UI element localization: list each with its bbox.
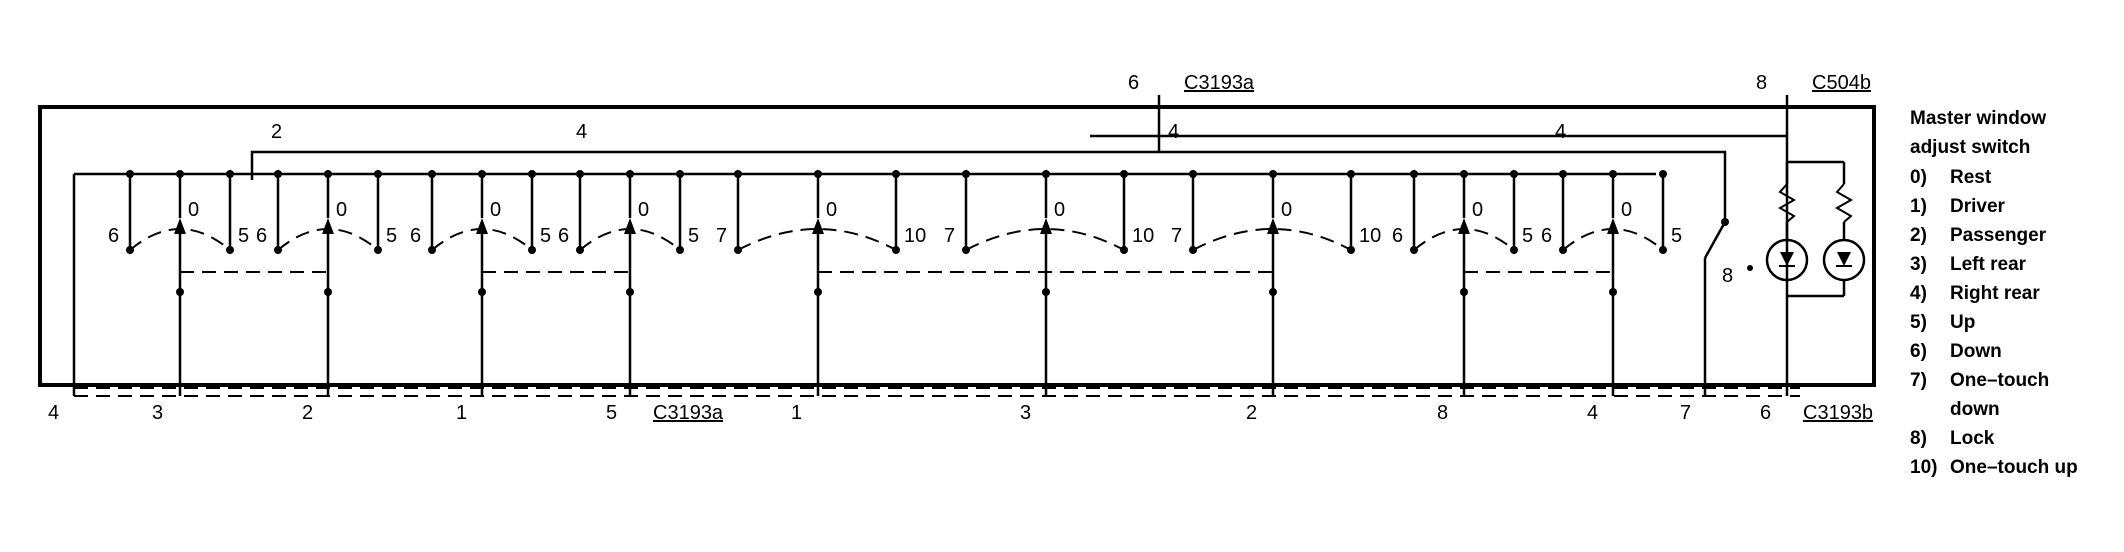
switch-label-right: 5 xyxy=(386,225,397,247)
switch-label-right: 10 xyxy=(1132,225,1154,247)
switch-label-right: 10 xyxy=(1359,225,1381,247)
switch-label-right: 5 xyxy=(688,225,699,247)
bottom-pin-label: 3 xyxy=(1020,402,1031,424)
legend-item-number: 1) xyxy=(1910,196,1927,217)
switch-label-zero: 0 xyxy=(826,199,837,221)
switch-label-right: 5 xyxy=(1671,225,1682,247)
switch-label-right: 5 xyxy=(238,225,249,247)
switch-label-right: 5 xyxy=(1522,225,1533,247)
legend-item-label: Passenger xyxy=(1950,225,2047,246)
legend-item-label: Right rear xyxy=(1950,283,2040,304)
switch-label-left: 6 xyxy=(558,225,569,247)
legend-item-number: 7) xyxy=(1910,370,1927,391)
switch-label-left: 6 xyxy=(256,225,267,247)
bottom-pin-label: 8 xyxy=(1437,402,1448,424)
legend-item-label: Lock xyxy=(1950,428,1995,449)
legend-item-label: One–touch up xyxy=(1950,457,2078,478)
switch-unit: 0 6 5 xyxy=(1392,170,1533,396)
switch-label-zero: 0 xyxy=(1054,199,1065,221)
bus-label-4c: 4 xyxy=(1555,121,1566,143)
switch-label-zero: 0 xyxy=(336,199,347,221)
top-pin-c504b: 8 xyxy=(1756,72,1767,94)
bottom-pin-label: 4 xyxy=(1587,402,1598,424)
lock-switch: 8 xyxy=(1703,218,1753,396)
switch-label-left: 7 xyxy=(1171,225,1182,247)
top-pin-c3193a: 6 xyxy=(1128,72,1139,94)
legend-title-line1: Master window xyxy=(1910,108,2046,129)
bottom-pin-label: 2 xyxy=(302,402,313,424)
legend: Master window adjust switch 0) Rest 1) Driv… xyxy=(1910,108,2078,478)
legend-item-number: 10) xyxy=(1910,457,1937,478)
legend-title-line2: adjust switch xyxy=(1910,137,2030,158)
legend-item-label: Rest xyxy=(1950,167,1992,188)
bus-line-main xyxy=(250,150,1727,222)
legend-item-number: 3) xyxy=(1910,254,1927,275)
switch-unit: 0 6 5 xyxy=(256,170,397,396)
switch-unit: 0 6 5 xyxy=(558,170,699,396)
switch-label-zero: 0 xyxy=(188,199,199,221)
legend-item-number: 2) xyxy=(1910,225,1927,246)
bottom-pin-label: 7 xyxy=(1680,402,1691,424)
switch-unit: 0 6 5 xyxy=(1541,170,1682,396)
switch-label-left: 7 xyxy=(716,225,727,247)
switch-enclosure xyxy=(38,105,1876,387)
bottom-pin-label: 5 xyxy=(606,402,617,424)
switch-unit: 0 6 5 xyxy=(410,170,551,396)
legend-item-label: Up xyxy=(1950,312,1975,333)
switch-label-left: 6 xyxy=(1392,225,1403,247)
switch-label-zero: 0 xyxy=(1281,199,1292,221)
legend-item-label: One–touch xyxy=(1950,370,2049,391)
connector-c504b: C504b xyxy=(1812,72,1871,94)
switch-label-left: 7 xyxy=(944,225,955,247)
switch-label-right: 10 xyxy=(904,225,926,247)
illumination-leds xyxy=(1765,136,1866,396)
switch-unit: 0 7 10 xyxy=(1171,170,1381,396)
connector-c3193a-bottom: C3193a xyxy=(653,402,724,424)
bus-label-4b: 4 xyxy=(1168,121,1179,143)
bottom-pin-label: 2 xyxy=(1246,402,1257,424)
switch-label-left: 6 xyxy=(1541,225,1552,247)
switch-label-zero: 0 xyxy=(490,199,501,221)
switch-label-zero: 0 xyxy=(638,199,649,221)
bottom-pin-label: 3 xyxy=(152,402,163,424)
bottom-pin-label: 1 xyxy=(791,402,802,424)
bottom-pin-label: 6 xyxy=(1760,402,1771,424)
legend-item-number: 6) xyxy=(1910,341,1927,362)
legend-item-label: Left rear xyxy=(1950,254,2027,275)
switch-label-zero: 0 xyxy=(1472,199,1483,221)
bottom-pin-label: 4 xyxy=(48,402,59,424)
lock-switch-label: 8 xyxy=(1722,265,1733,287)
legend-item-number: 0) xyxy=(1910,167,1927,188)
legend-item-label: Down xyxy=(1950,341,2002,362)
switch-label-right: 5 xyxy=(540,225,551,247)
switch-unit: 0 7 10 xyxy=(944,170,1154,396)
legend-item-number: 8) xyxy=(1910,428,1927,449)
switch-unit: 0 6 5 xyxy=(108,170,249,396)
switch-label-zero: 0 xyxy=(1621,199,1632,221)
switch-unit: 0 7 10 xyxy=(716,170,926,396)
legend-item-number: 5) xyxy=(1910,312,1927,333)
legend-item-number: 4) xyxy=(1910,283,1927,304)
connector-c3193b: C3193b xyxy=(1803,402,1873,424)
bus-label-2: 2 xyxy=(271,121,282,143)
bottom-pin-label: 1 xyxy=(456,402,467,424)
bus-label-4a: 4 xyxy=(576,121,587,143)
legend-item-label: Driver xyxy=(1950,196,2006,217)
legend-item-label: down xyxy=(1950,399,2000,420)
led-1 xyxy=(1765,238,1809,282)
switch-label-left: 6 xyxy=(410,225,421,247)
connector-c3193a-top: C3193a xyxy=(1184,72,1255,94)
switch-label-left: 6 xyxy=(108,225,119,247)
